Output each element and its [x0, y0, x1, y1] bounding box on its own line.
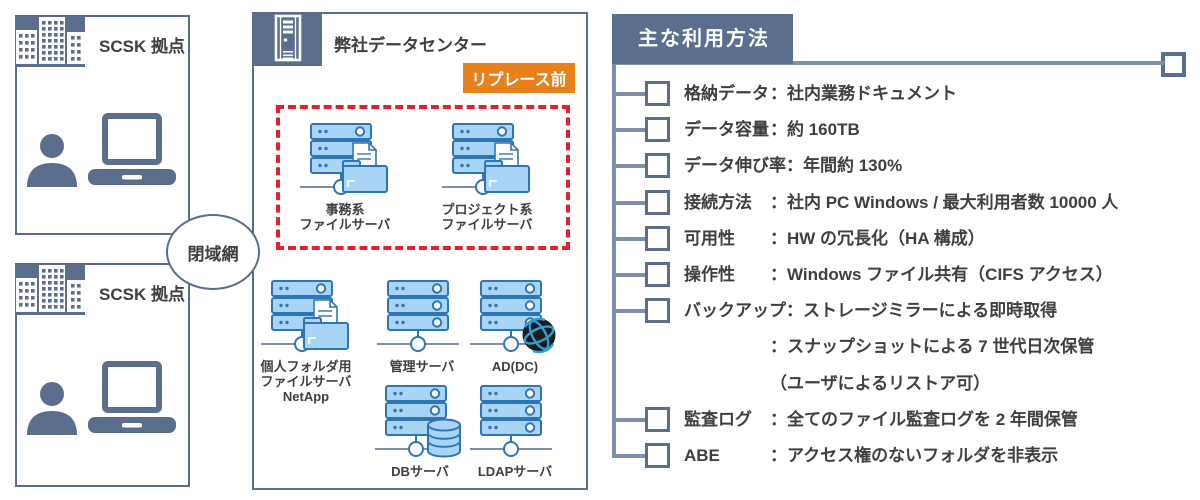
connector-branch-line [612, 128, 645, 133]
usage-item-continuation: ：スナップショットによる 7 世代日次保管 [684, 334, 1094, 360]
laptop-icon [86, 113, 178, 192]
server-label: LDAPサーバ [477, 464, 553, 479]
usage-item-label: 可用性 [684, 228, 735, 248]
item-marker-square [645, 262, 670, 287]
closed-network-ellipse: 閉域網 [166, 214, 260, 290]
building-icon [16, 264, 85, 315]
usage-item-label: 接続方法 [684, 192, 752, 212]
site-user-client [25, 113, 178, 192]
connector-branch-line [612, 92, 645, 96]
usage-item-value: ：Windows ファイル共有（CIFS アクセス） [770, 265, 1113, 284]
usage-title: 主な利用方法 [638, 28, 770, 50]
connector-branch-line [612, 417, 645, 422]
before-replace-badge: リプレース前 [463, 63, 575, 93]
server-label: 管理サーバ [389, 359, 455, 374]
connector-branch-line [612, 236, 645, 241]
usage-item-value: ：ストレージミラーによる即時取得 [786, 301, 1058, 321]
connector-trunk-line [612, 61, 616, 458]
connector-branch-line [612, 454, 645, 458]
site-box-top: SCSK 拠点 [15, 15, 190, 235]
server-node: LDAPサーバ [455, 383, 575, 479]
connector-branch-line [612, 309, 645, 314]
usage-item-label: データ容量 [684, 120, 769, 140]
db-server-icon [372, 383, 468, 461]
file-server-icon [439, 121, 535, 199]
usage-item-value: ：スナップショットによる 7 世代日次保管 [770, 337, 1095, 357]
usage-item-label: 監査ログ [684, 409, 752, 429]
item-marker-square [645, 153, 670, 179]
datacenter-box: 弊社データセンター リプレース前 事務系ファイルサーバ プロジェクト系ファイルサー… [252, 12, 588, 490]
usage-item-value: ：アクセス権のないフォルダを非表示 [770, 446, 1059, 465]
site-label: SCSK 拠点 [99, 285, 185, 304]
laptop-icon [86, 361, 178, 440]
usage-item-value: ：社内 PC Windows / 最大利用者数 10000 人 [770, 192, 1119, 212]
usage-item-value: ：社内業務ドキュメント [770, 84, 957, 103]
file-server-icon [297, 121, 393, 199]
server-node: プロジェクト系ファイルサーバ [427, 121, 547, 232]
usage-item-row: 格納データ：社内業務ドキュメント [684, 81, 957, 107]
connector-branch-line [612, 164, 645, 169]
site-user-client [25, 361, 178, 440]
usage-item-row: データ容量：約 160TB [684, 117, 860, 143]
item-marker-square [645, 298, 670, 324]
item-marker-square [645, 406, 670, 432]
usage-item-value: ：年間約 130% [786, 156, 903, 176]
building-icon [16, 16, 85, 67]
usage-header: 主な利用方法 [612, 14, 793, 64]
server-label: プロジェクト系ファイルサーバ [441, 202, 533, 232]
item-marker-square [645, 443, 670, 468]
site-box-bottom: SCSK 拠点 [15, 263, 190, 487]
item-marker-square [645, 117, 670, 143]
server-node: DBサーバ [360, 383, 480, 479]
server-label: AD(DC) [491, 359, 539, 374]
replace-target-dashed-frame [276, 105, 570, 250]
usage-item-row: 操作性 ：Windows ファイル共有（CIFS アクセス） [684, 262, 1113, 288]
datacenter-title: 弊社データセンター [334, 36, 487, 55]
site-label: SCSK 拠点 [99, 37, 185, 56]
item-marker-square [645, 81, 670, 106]
usage-item-row: バックアップ：ストレージミラーによる即時取得 [684, 298, 1057, 324]
item-marker-square [645, 225, 670, 251]
connector-end-square [1161, 52, 1186, 77]
server-node: AD(DC) [455, 278, 575, 374]
server-node: 事務系ファイルサーバ [285, 121, 405, 232]
usage-item-label: バックアップ [684, 301, 786, 321]
usage-item-row: 接続方法 ：社内 PC Windows / 最大利用者数 10000 人 [684, 190, 1118, 216]
usage-item-value: ：約 160TB [770, 120, 860, 140]
usage-item-value: （ユーザによるリストア可） [770, 373, 991, 393]
ad-server-icon [467, 278, 563, 356]
server-tower-icon [254, 14, 322, 66]
person-icon [25, 132, 79, 192]
usage-item-label: 操作性 [684, 265, 735, 284]
usage-item-label: ABE [684, 446, 720, 465]
usage-item-row: 監査ログ ：全てのファイル監査ログを 2 年間保管 [684, 407, 1078, 433]
server-node: 管理サーバ [362, 278, 482, 374]
ldap-server-icon [467, 383, 563, 461]
item-marker-square [645, 189, 670, 215]
usage-item-row: 可用性 ：HW の冗長化（HA 構成） [684, 226, 985, 252]
spacer [684, 371, 770, 397]
usage-item-label: 格納データ [684, 84, 769, 103]
connector-branch-line [612, 273, 645, 277]
usage-item-row: データ伸び率：年間約 130% [684, 153, 902, 179]
closed-network-label: 閉域網 [187, 244, 239, 264]
connector-top-line [612, 61, 1164, 65]
server-label: DBサーバ [391, 464, 449, 479]
usage-item-label: データ伸び率 [684, 156, 786, 176]
usage-item-row: ABE ：アクセス権のないフォルダを非表示 [684, 443, 1058, 469]
server-icon [374, 278, 470, 356]
file-server-icon [258, 278, 354, 356]
usage-item-value: ：全てのファイル監査ログを 2 年間保管 [770, 409, 1078, 429]
server-label: 事務系ファイルサーバ [299, 202, 391, 232]
connector-branch-line [612, 200, 645, 205]
usage-item-value: ：HW の冗長化（HA 構成） [770, 228, 985, 248]
usage-item-continuation: （ユーザによるリストア可） [684, 371, 990, 397]
person-icon [25, 380, 79, 440]
spacer [684, 334, 770, 360]
